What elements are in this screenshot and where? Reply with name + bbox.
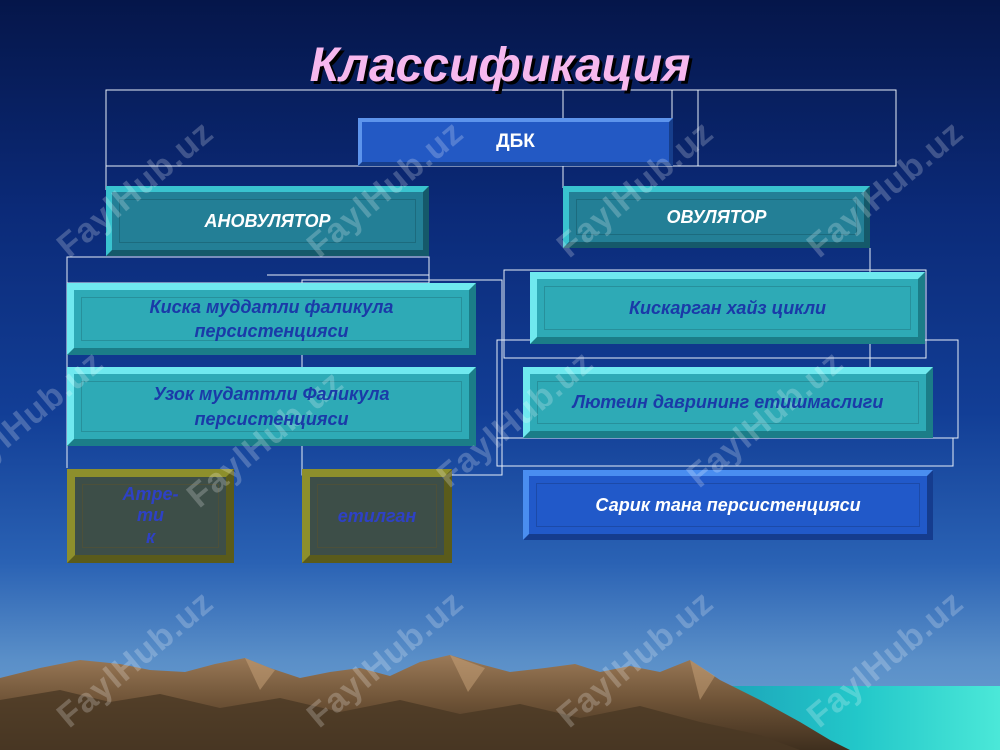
atretik-line-1: Атре- <box>122 483 179 504</box>
atretik-line-3: к <box>145 526 156 547</box>
page-title: Классификация <box>309 39 691 92</box>
short-cycle-label: Кискарган хайз цикли <box>628 297 827 318</box>
ovulator-box: ОВУЛЯТОР <box>563 186 870 248</box>
luteal-deficiency-box: Лютеин даврининг етишмаслиги <box>523 367 933 438</box>
dbk-box: ДБК <box>358 118 673 166</box>
corpus-luteum-persistence-box: Сарик тана персистенцияси <box>523 470 933 540</box>
long-follicle-persistence-box: Узок мудаттли Фаликула персистенцияси <box>67 367 476 446</box>
long-follicle-persistence-label: Узок мудаттли Фаликула персистенцияси <box>153 384 390 429</box>
short-follicle-persistence-box: Киска муддатли фаликула персистенцияси <box>67 283 476 355</box>
atretik-box: Атре- ти к <box>67 469 234 563</box>
short-cycle-box: Кискарган хайз цикли <box>530 272 925 344</box>
short-follicle-persistence-label: Киска муддатли фаликула персистенцияси <box>149 296 394 341</box>
etilgan-label: етилган <box>337 505 417 526</box>
luteal-deficiency-label: Лютеин даврининг етишмаслиги <box>572 392 884 413</box>
atretik-line-2: ти <box>137 505 164 526</box>
anovulator-label: АНОВУЛЯТОР <box>204 210 331 231</box>
etilgan-box: етилган <box>302 469 452 563</box>
dbk-label: ДБК <box>496 131 535 153</box>
ovulator-label: ОВУЛЯТОР <box>666 206 767 227</box>
corpus-luteum-persistence-label: Сарик тана персистенцияси <box>595 494 861 515</box>
